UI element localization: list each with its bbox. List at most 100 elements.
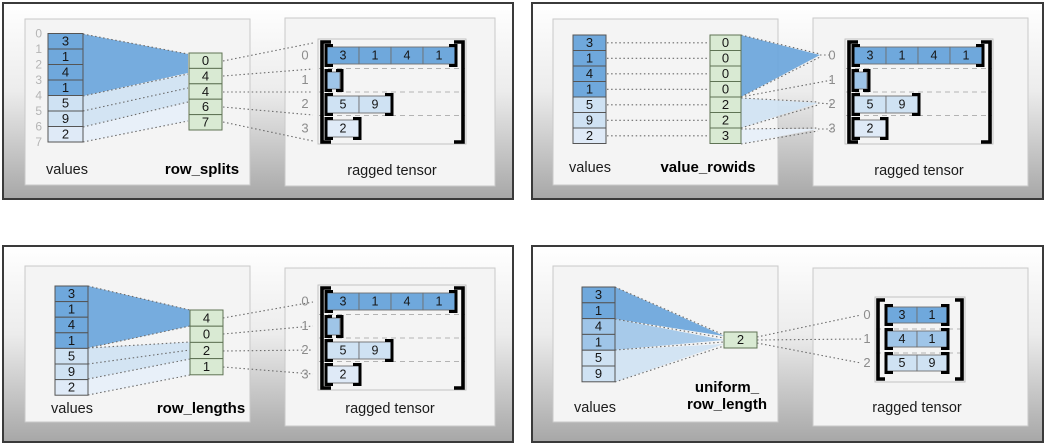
tensor-cell: 2 <box>340 368 347 382</box>
row-index: 3 <box>828 121 835 136</box>
row-index: 2 <box>301 96 308 111</box>
value-cell: 4 <box>68 317 75 332</box>
value-index: 5 <box>35 104 42 118</box>
encoding-cell: 0 <box>722 35 729 50</box>
tensor-row-0: 3 1 4 1 <box>324 290 458 313</box>
tensor-row-0: 3 1 4 1 <box>324 44 458 67</box>
tensor-row-0: 3 1 <box>884 304 950 326</box>
mapping-wedges <box>741 35 820 144</box>
encoding-cell: 4 <box>202 68 209 83</box>
value-index: 6 <box>35 120 42 134</box>
values-column: 3 1 4 1 5 9 <box>581 286 616 383</box>
values-column: 3 1 4 1 5 9 2 <box>47 33 84 143</box>
outer-bracket-left <box>847 40 858 144</box>
encoding-cell: 3 <box>722 128 729 143</box>
value-cell: 3 <box>68 286 75 301</box>
value-cell: 5 <box>586 97 593 112</box>
value-index: 0 <box>35 27 42 41</box>
outer-bracket-right <box>981 40 992 144</box>
tensor-row-2: 5 9 <box>851 93 921 116</box>
tensor-cell: 4 <box>899 332 906 346</box>
tensor-cell: 9 <box>372 98 379 112</box>
value-cell: 3 <box>62 34 69 49</box>
row-index: 2 <box>828 96 835 111</box>
tensor-cell: 1 <box>929 332 936 346</box>
value-cell: 9 <box>62 111 69 126</box>
tensor-cell: 3 <box>340 49 347 63</box>
encoder-label-line2: row_length <box>687 396 767 413</box>
mapping-wedges <box>83 34 188 142</box>
tensor-row-1-empty <box>851 69 871 92</box>
diagram-row-lengths: 3 1 4 1 5 9 2 4 0 2 1 values row_lengths… <box>2 245 514 443</box>
outer-bracket-right <box>454 40 465 144</box>
ragged-tensor: 0 1 2 3 3 1 4 1 5 9 2 ragged tensor <box>828 38 994 179</box>
value-cell: 4 <box>595 319 602 334</box>
row-index: 3 <box>301 367 308 382</box>
connector-dotted-lines <box>87 285 314 396</box>
values-label: values <box>46 162 88 178</box>
row-lengths-column: 4 0 2 1 <box>189 309 224 376</box>
tensor-cell: 1 <box>436 49 443 63</box>
encoding-cell: 0 <box>203 327 210 342</box>
encoding-cell: 0 <box>202 53 209 68</box>
row-index: 0 <box>301 48 308 63</box>
value-cell: 9 <box>595 366 602 381</box>
encoder-label: row_splits <box>165 161 239 178</box>
tensor-row-1-empty <box>324 315 344 338</box>
row-index: 1 <box>301 72 308 87</box>
tensor-label: ragged tensor <box>874 163 964 179</box>
mapping-wedges <box>88 286 190 395</box>
diagram-uniform-row-length: 3 1 4 1 5 9 2 values uniform_ row_length… <box>531 245 1044 443</box>
value-cell: 1 <box>595 334 602 349</box>
ragged-tensor: 0 1 2 3 1 4 1 5 9 ragged tensor <box>863 296 966 416</box>
tensor-row-1: 4 1 <box>884 328 950 350</box>
encoding-cell: 2 <box>722 97 729 112</box>
value-cell: 1 <box>586 51 593 66</box>
row-index: 2 <box>301 342 308 357</box>
outer-bracket-left <box>320 40 331 144</box>
tensor-cell: 4 <box>404 49 411 63</box>
value-rowids-column: 0 0 0 0 2 2 3 <box>709 34 742 144</box>
diagram-value-rowids: 3 1 4 1 5 9 2 0 0 0 0 2 2 3 values value… <box>531 2 1044 200</box>
tensor-cell: 1 <box>929 308 936 322</box>
value-cell: 5 <box>595 350 602 365</box>
tensor-row-2: 5 9 <box>324 339 394 362</box>
value-cell: 1 <box>62 49 69 64</box>
uniform-row-length-cell: 2 <box>723 331 758 349</box>
tensor-cell: 1 <box>372 295 379 309</box>
tensor-cell: 9 <box>372 344 379 358</box>
value-cell: 2 <box>68 380 75 395</box>
tensor-row-1-empty <box>324 69 344 92</box>
encoding-cell: 0 <box>722 82 729 97</box>
value-cell: 9 <box>68 364 75 379</box>
tensor-cell: 3 <box>340 295 347 309</box>
connector-dotted-lines <box>614 286 862 383</box>
values-label: values <box>569 160 611 176</box>
encoding-cell: 2 <box>203 343 210 358</box>
tensor-label: ragged tensor <box>347 163 437 179</box>
value-cell: 3 <box>586 35 593 50</box>
tensor-row-2: 5 9 <box>884 352 950 374</box>
encoder-label: value_rowids <box>660 159 755 176</box>
value-cell: 1 <box>68 302 75 317</box>
tensor-row-3: 2 <box>851 117 889 140</box>
value-cell: 1 <box>62 80 69 95</box>
row-index: 1 <box>863 331 870 346</box>
tensor-cell: 2 <box>867 122 874 136</box>
tensor-cell: 1 <box>372 49 379 63</box>
values-column: 3 1 4 1 5 9 2 <box>54 285 89 396</box>
values-column: 3 1 4 1 5 9 2 <box>572 34 607 144</box>
value-cell: 2 <box>586 128 593 143</box>
value-index: 7 <box>35 135 42 149</box>
row-index: 3 <box>301 121 308 136</box>
encoding-cell: 2 <box>722 113 729 128</box>
value-cell: 4 <box>586 66 593 81</box>
row-index: 1 <box>301 318 308 333</box>
value-index-labels: 0 1 2 3 4 5 6 7 <box>35 27 42 150</box>
row-index: 2 <box>863 355 870 370</box>
value-cell: 1 <box>586 82 593 97</box>
encoder-label: row_lengths <box>157 400 245 417</box>
tensor-cell: 3 <box>899 308 906 322</box>
value-index: 4 <box>35 89 42 103</box>
values-label: values <box>574 400 616 416</box>
